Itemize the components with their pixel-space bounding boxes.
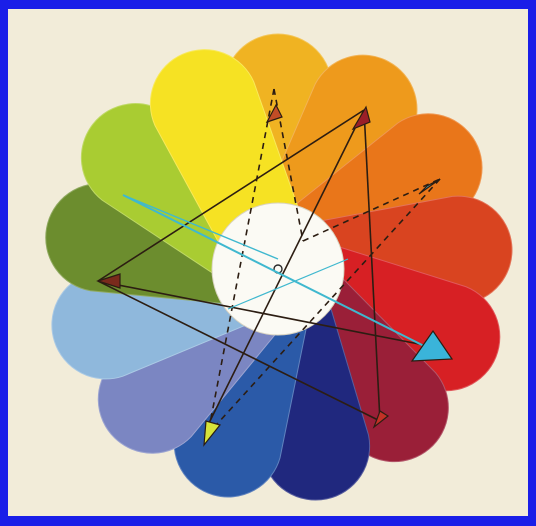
color-wheel-diagram (8, 9, 528, 516)
